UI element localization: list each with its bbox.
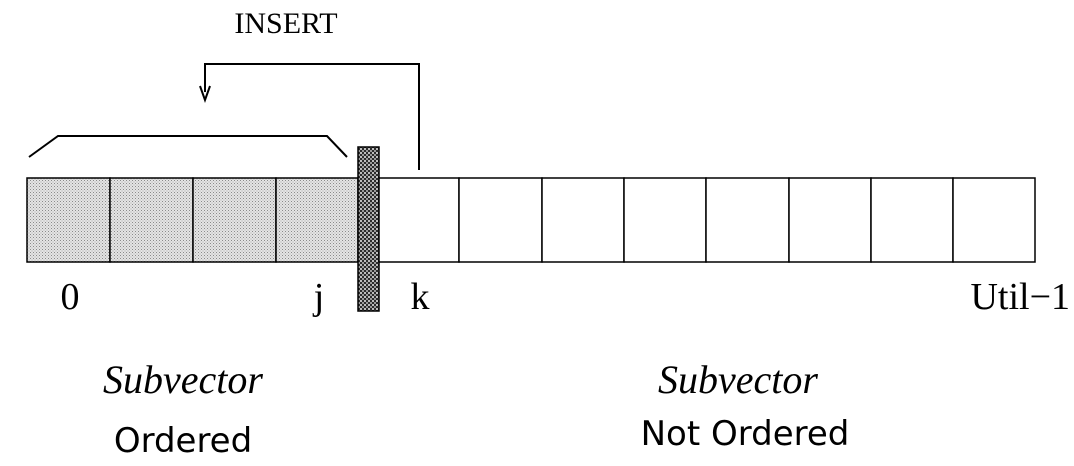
index-label-k: k	[411, 276, 430, 318]
ordered-cells	[26, 177, 359, 263]
ordered-subtitle: Subvector	[103, 357, 263, 402]
insert-arrow	[204, 63, 420, 170]
partition-divider	[357, 146, 380, 312]
unordered-cell	[541, 177, 625, 263]
unordered-cell	[788, 177, 872, 263]
unordered-subtitle: Subvector	[658, 357, 818, 402]
unordered-cell	[378, 177, 460, 263]
ordered-label: Ordered	[114, 421, 252, 461]
index-label-j: j	[312, 276, 325, 318]
index-label-start: 0	[61, 276, 80, 318]
unordered-label: Not Ordered	[641, 414, 850, 454]
unordered-cell	[705, 177, 790, 263]
ordered-cell	[275, 177, 359, 263]
ordered-cell	[26, 177, 111, 263]
ordered-cell	[109, 177, 194, 263]
index-label-end: Util−1	[970, 276, 1070, 318]
unordered-cell	[952, 177, 1036, 263]
unordered-cell	[458, 177, 543, 263]
unordered-cells	[378, 177, 1036, 263]
insert-arrowhead-icon	[199, 85, 211, 103]
unordered-cell	[870, 177, 954, 263]
insert-label: INSERT	[234, 7, 337, 40]
ordered-cell	[192, 177, 277, 263]
unordered-cell	[623, 177, 707, 263]
ordered-bracket	[28, 135, 348, 158]
